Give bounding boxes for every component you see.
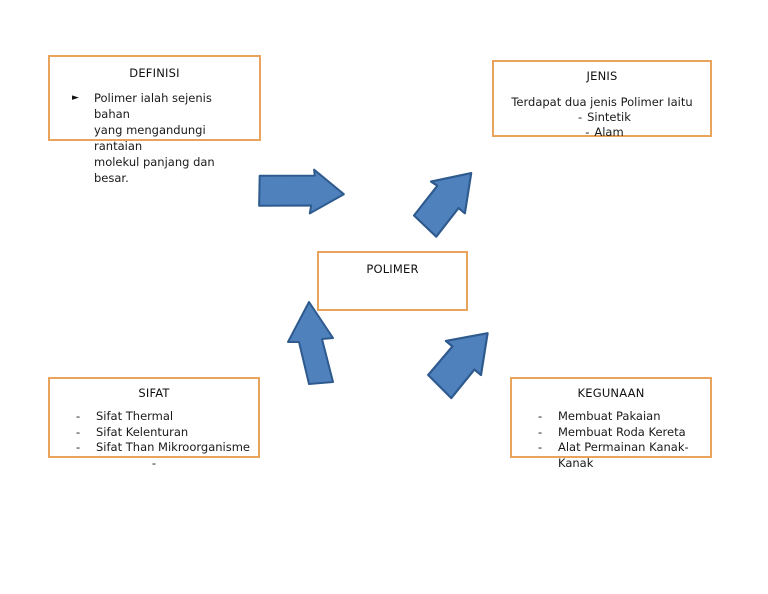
arrow-definisi-to-polimer-icon (258, 168, 345, 215)
list-item: - (50, 456, 258, 472)
node-sifat[interactable]: SIFAT - Sifat Thermal - Sifat Kelenturan… (48, 377, 260, 470)
list-item: -Sintetik (494, 110, 710, 125)
node-jenis-title: JENIS (586, 69, 618, 83)
list-item: - Membuat Roda Kereta (512, 425, 710, 441)
dash-icon: - (585, 125, 590, 139)
list-item-text: yang mengandungi rantaian (94, 123, 206, 153)
list-item: - Alat Permainan Kanak-Kanak (512, 440, 710, 471)
dash-icon: - (76, 409, 81, 423)
dash-icon: - (578, 110, 583, 124)
node-jenis[interactable]: JENIS Terdapat dua jenis Polimer Iaitu -… (492, 60, 712, 140)
list-item: molekul panjang dan besar. (72, 154, 247, 186)
arrow-kegunaan-to-polimer-icon (427, 332, 489, 400)
dash-icon: - (538, 409, 543, 423)
list-item-text: Sintetik (587, 110, 631, 124)
list-item-text: Sifat Kelenturan (96, 424, 189, 439)
list-item: -Alam (494, 125, 710, 140)
list-item-text: Alam (594, 125, 624, 139)
list-item-text: Alat Permainan Kanak-Kanak (558, 440, 689, 470)
node-kegunaan[interactable]: KEGUNAAN - Membuat Pakaian - Membuat Rod… (510, 377, 712, 470)
triangle-bullet-icon: ► (72, 93, 79, 103)
list-item-text: molekul panjang dan besar. (94, 155, 215, 185)
node-definisi-list: ► Polimer ialah sejenis bahan yang menga… (50, 90, 259, 186)
node-jenis-lead: Terdapat dua jenis Polimer Iaitu (511, 95, 693, 109)
list-item: yang mengandungi rantaian (72, 122, 247, 154)
dash-icon: - (76, 424, 81, 439)
list-item-text: Membuat Roda Kereta (558, 424, 686, 439)
list-item: ► Polimer ialah sejenis bahan (72, 90, 247, 122)
list-item: - Membuat Pakaian (512, 409, 710, 425)
node-definisi-title: DEFINISI (129, 66, 180, 80)
list-item-text: Sifat Thermal (96, 409, 174, 423)
list-item-text: Polimer ialah sejenis bahan (94, 91, 212, 121)
node-polimer-title: POLIMER (366, 262, 419, 276)
node-kegunaan-list: - Membuat Pakaian - Membuat Roda Kereta … (512, 409, 710, 471)
node-sifat-list: - Sifat Thermal - Sifat Kelenturan - Sif… (50, 409, 258, 471)
dash-icon: - (151, 455, 157, 470)
list-item: - Sifat Kelenturan (50, 425, 258, 441)
node-sifat-title: SIFAT (138, 386, 170, 400)
list-item: - Sifat Than Mikroorganisme (50, 440, 258, 456)
node-definisi[interactable]: DEFINISI ► Polimer ialah sejenis bahan y… (48, 55, 261, 185)
dash-icon: - (538, 424, 543, 439)
node-kegunaan-title: KEGUNAAN (577, 386, 645, 400)
dash-icon: - (538, 440, 543, 454)
list-item-text: Membuat Pakaian (558, 409, 661, 423)
dash-icon: - (76, 440, 81, 454)
list-item: - Sifat Thermal (50, 409, 258, 425)
node-polimer-center[interactable]: POLIMER (317, 251, 468, 311)
list-item-text: Sifat Than Mikroorganisme (96, 440, 251, 454)
arrow-sifat-to-polimer-icon (287, 301, 334, 385)
arrow-jenis-to-polimer-icon (412, 172, 473, 238)
